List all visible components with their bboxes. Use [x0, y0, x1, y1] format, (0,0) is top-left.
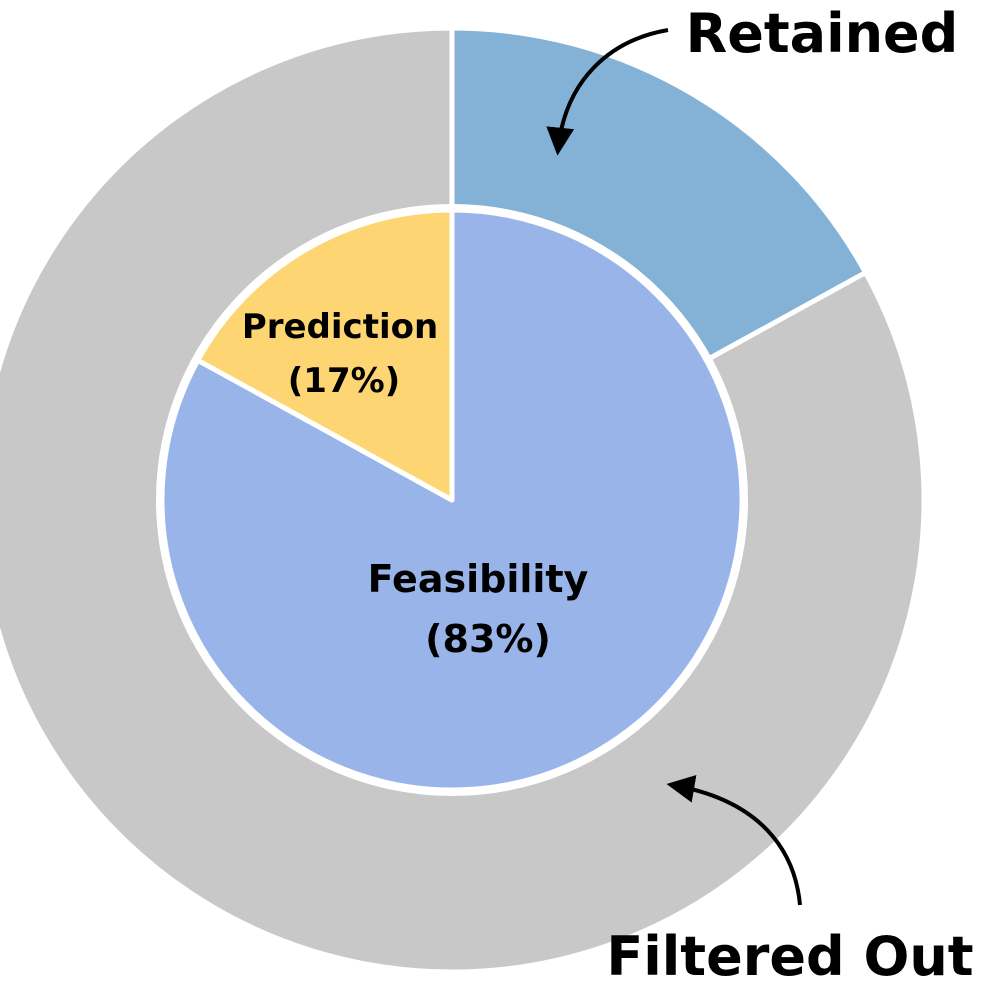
retained-arrow: [546, 28, 669, 156]
inner-ring: [156, 204, 748, 796]
callout-filtered-out: Filtered Out: [606, 925, 973, 983]
slice-label-prediction: Prediction: [242, 307, 438, 347]
slice-prediction: [195, 207, 455, 503]
slice-percent-prediction: (17%): [288, 361, 400, 401]
slice-percent-feasibility: (83%): [425, 617, 551, 661]
slice-label-feasibility: Feasibility: [368, 557, 589, 601]
filtered-out-arrow: [666, 774, 802, 906]
callout-retained: Retained: [686, 2, 959, 65]
